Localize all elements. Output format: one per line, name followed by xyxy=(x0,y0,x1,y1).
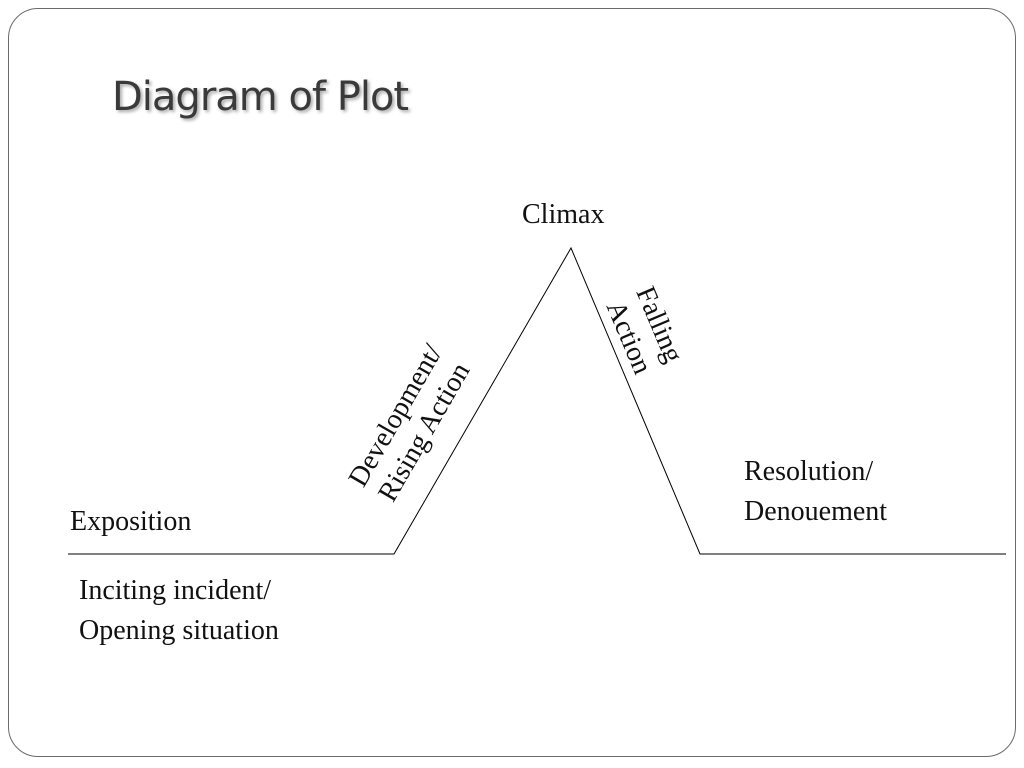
resolution-label: Resolution/ Denouement xyxy=(744,452,887,532)
inciting-incident-line-1: Inciting incident/ xyxy=(79,575,272,606)
resolution-line-1: Resolution/ xyxy=(744,456,874,487)
slide-title: Diagram of Plot xyxy=(112,74,409,120)
climax-label: Climax xyxy=(522,199,605,230)
inciting-incident-label: Inciting incident/ Opening situation xyxy=(79,571,279,651)
plot-line xyxy=(68,246,1006,555)
exposition-label: Exposition xyxy=(70,506,192,537)
resolution-line-2: Denouement xyxy=(744,496,888,527)
inciting-incident-line-2: Opening situation xyxy=(79,615,279,646)
slide-frame xyxy=(8,8,1016,757)
